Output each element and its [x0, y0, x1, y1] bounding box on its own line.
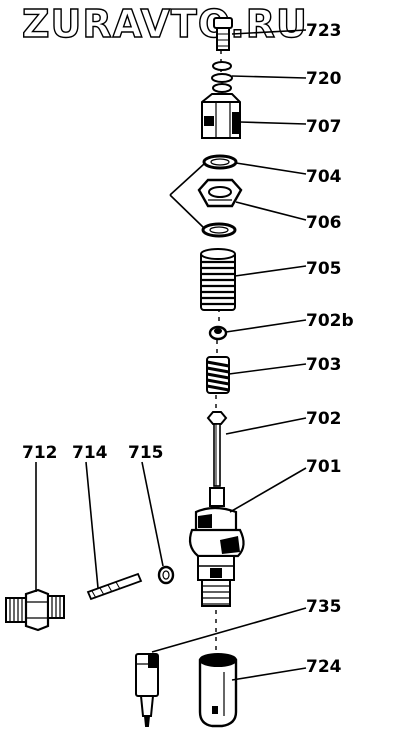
part-735-nozzle-tip — [135, 653, 159, 727]
part-707-cap-nut — [201, 93, 241, 139]
label-707: 707 — [306, 117, 342, 137]
part-706-hex-nut — [197, 178, 243, 208]
label-735: 735 — [306, 597, 342, 617]
label-712: 712 — [22, 443, 58, 463]
leader-703 — [228, 363, 307, 375]
center-axis — [215, 50, 222, 650]
leader-701 — [229, 467, 307, 513]
leader-723 — [231, 29, 307, 35]
leader-720 — [231, 75, 307, 79]
leader-705 — [234, 265, 307, 277]
part-704-bracket — [169, 163, 205, 229]
label-715: 715 — [128, 443, 164, 463]
part-720-washer — [211, 61, 233, 93]
part-702b-ball — [208, 325, 228, 341]
leader-702 — [225, 417, 307, 435]
label-702: 702 — [306, 409, 342, 429]
watermark: ZURAVTO.RU — [21, 1, 308, 46]
leader-lines — [35, 29, 307, 681]
label-724: 724 — [306, 657, 342, 677]
label-705: 705 — [306, 259, 342, 279]
part-723-bolt — [213, 17, 233, 51]
part-705-threaded-sleeve — [200, 248, 236, 311]
part-724-sleeve — [198, 653, 238, 728]
part-702-pin — [206, 411, 228, 487]
label-701: 701 — [306, 457, 342, 477]
label-723: 723 — [306, 21, 342, 41]
part-715-small-washer — [157, 565, 175, 585]
label-704: 704 — [306, 167, 342, 187]
part-704-washer-top — [202, 154, 238, 170]
part-714-rod — [86, 572, 143, 601]
leader-702b — [225, 319, 307, 333]
label-720: 720 — [306, 69, 342, 89]
leader-724 — [231, 667, 307, 681]
leader-704 — [235, 162, 307, 175]
leader-714 — [85, 461, 99, 589]
part-704-washer-bottom — [201, 222, 237, 238]
part-numbers: 723 720 707 704 706 705 702b 703 702 701… — [22, 21, 354, 677]
leader-715 — [141, 461, 164, 567]
label-714: 714 — [72, 443, 108, 463]
label-703: 703 — [306, 355, 342, 375]
leader-735 — [151, 607, 307, 653]
leader-707 — [239, 121, 307, 125]
label-706: 706 — [306, 213, 342, 233]
label-702b: 702b — [306, 311, 354, 331]
part-712-fitting — [5, 588, 65, 632]
part-701-nozzle-body — [188, 487, 245, 607]
leader-706 — [235, 201, 307, 221]
part-703-spring — [206, 356, 230, 394]
